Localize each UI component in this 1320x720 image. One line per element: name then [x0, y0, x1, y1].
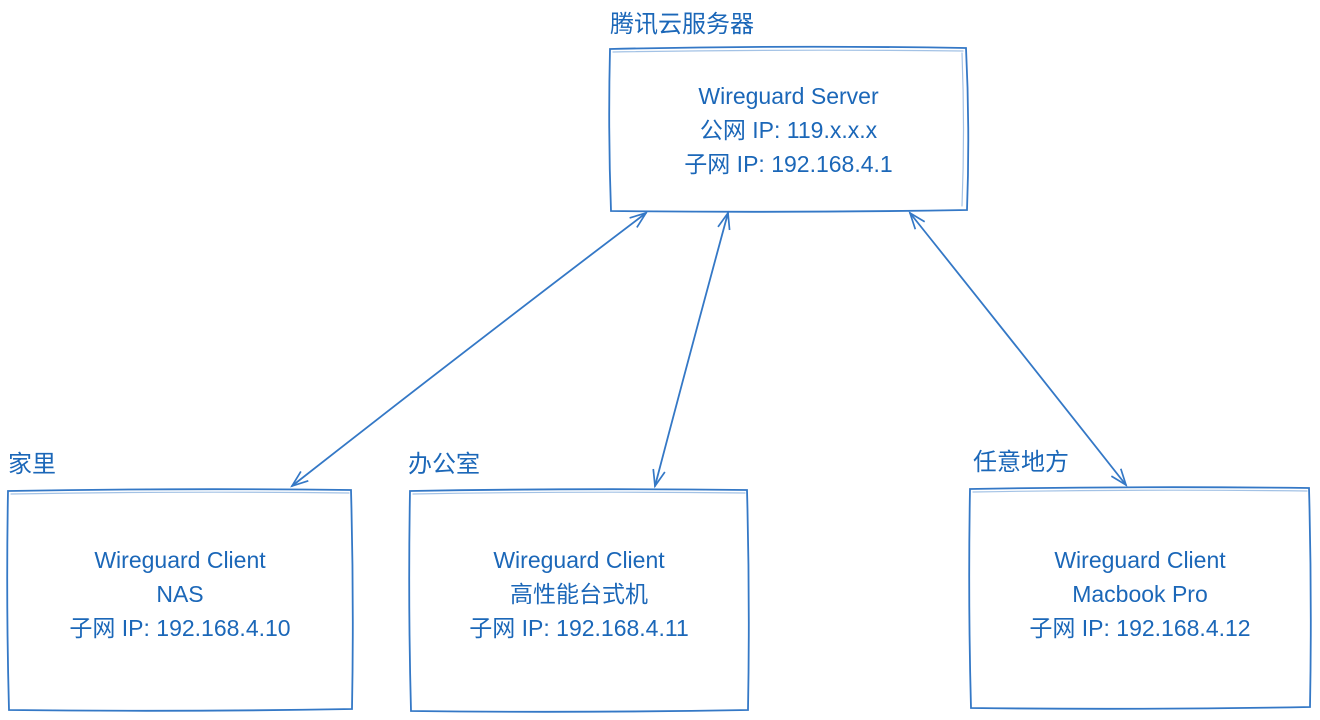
office-client-node: Wireguard Client 高性能台式机 子网 IP: 192.168.4… [410, 490, 748, 698]
anywhere-node-box-overdraw [972, 489, 1308, 493]
edge-home-server-arrow [290, 211, 648, 488]
anywhere-client-node: Wireguard Client Macbook Pro 子网 IP: 192.… [970, 488, 1310, 700]
server-node-label: 腾讯云服务器 [610, 11, 754, 38]
home-client-title: Wireguard Client [94, 547, 266, 573]
edge-anywhere-server-arrow [908, 211, 1128, 487]
anywhere-client-title: Wireguard Client [1054, 547, 1226, 573]
home-client-subnet-ip: 子网 IP: 192.168.4.10 [69, 615, 291, 641]
office-node-label: 办公室 [408, 451, 480, 478]
office-client-subnet-ip: 子网 IP: 192.168.4.11 [469, 615, 689, 641]
edge-office-server-arrow [652, 210, 731, 489]
home-node-box-overdraw [10, 491, 350, 495]
office-node-box-overdraw [412, 491, 746, 495]
home-node-label: 家里 [8, 451, 56, 478]
anywhere-client-device: Macbook Pro [1072, 581, 1208, 607]
office-client-device: 高性能台式机 [510, 581, 648, 607]
home-client-node: Wireguard Client NAS 子网 IP: 192.168.4.10 [8, 490, 352, 698]
server-node-box [608, 45, 970, 213]
anywhere-node-box [968, 486, 1312, 710]
home-client-device: NAS [156, 581, 204, 607]
office-client-title: Wireguard Client [493, 547, 665, 573]
office-node-box [408, 488, 750, 713]
server-node: Wireguard Server 公网 IP: 119.x.x.x 子网 IP:… [610, 48, 967, 211]
server-node-title: Wireguard Server [698, 82, 879, 109]
home-node-box [6, 488, 354, 712]
server-subnet-ip: 子网 IP: 192.168.4.1 [684, 150, 893, 177]
anywhere-node-label: 任意地方 [973, 449, 1069, 476]
server-public-ip: 公网 IP: 119.x.x.x [699, 116, 878, 143]
anywhere-client-subnet-ip: 子网 IP: 192.168.4.12 [1029, 615, 1251, 641]
server-node-box-overdraw [612, 49, 965, 207]
